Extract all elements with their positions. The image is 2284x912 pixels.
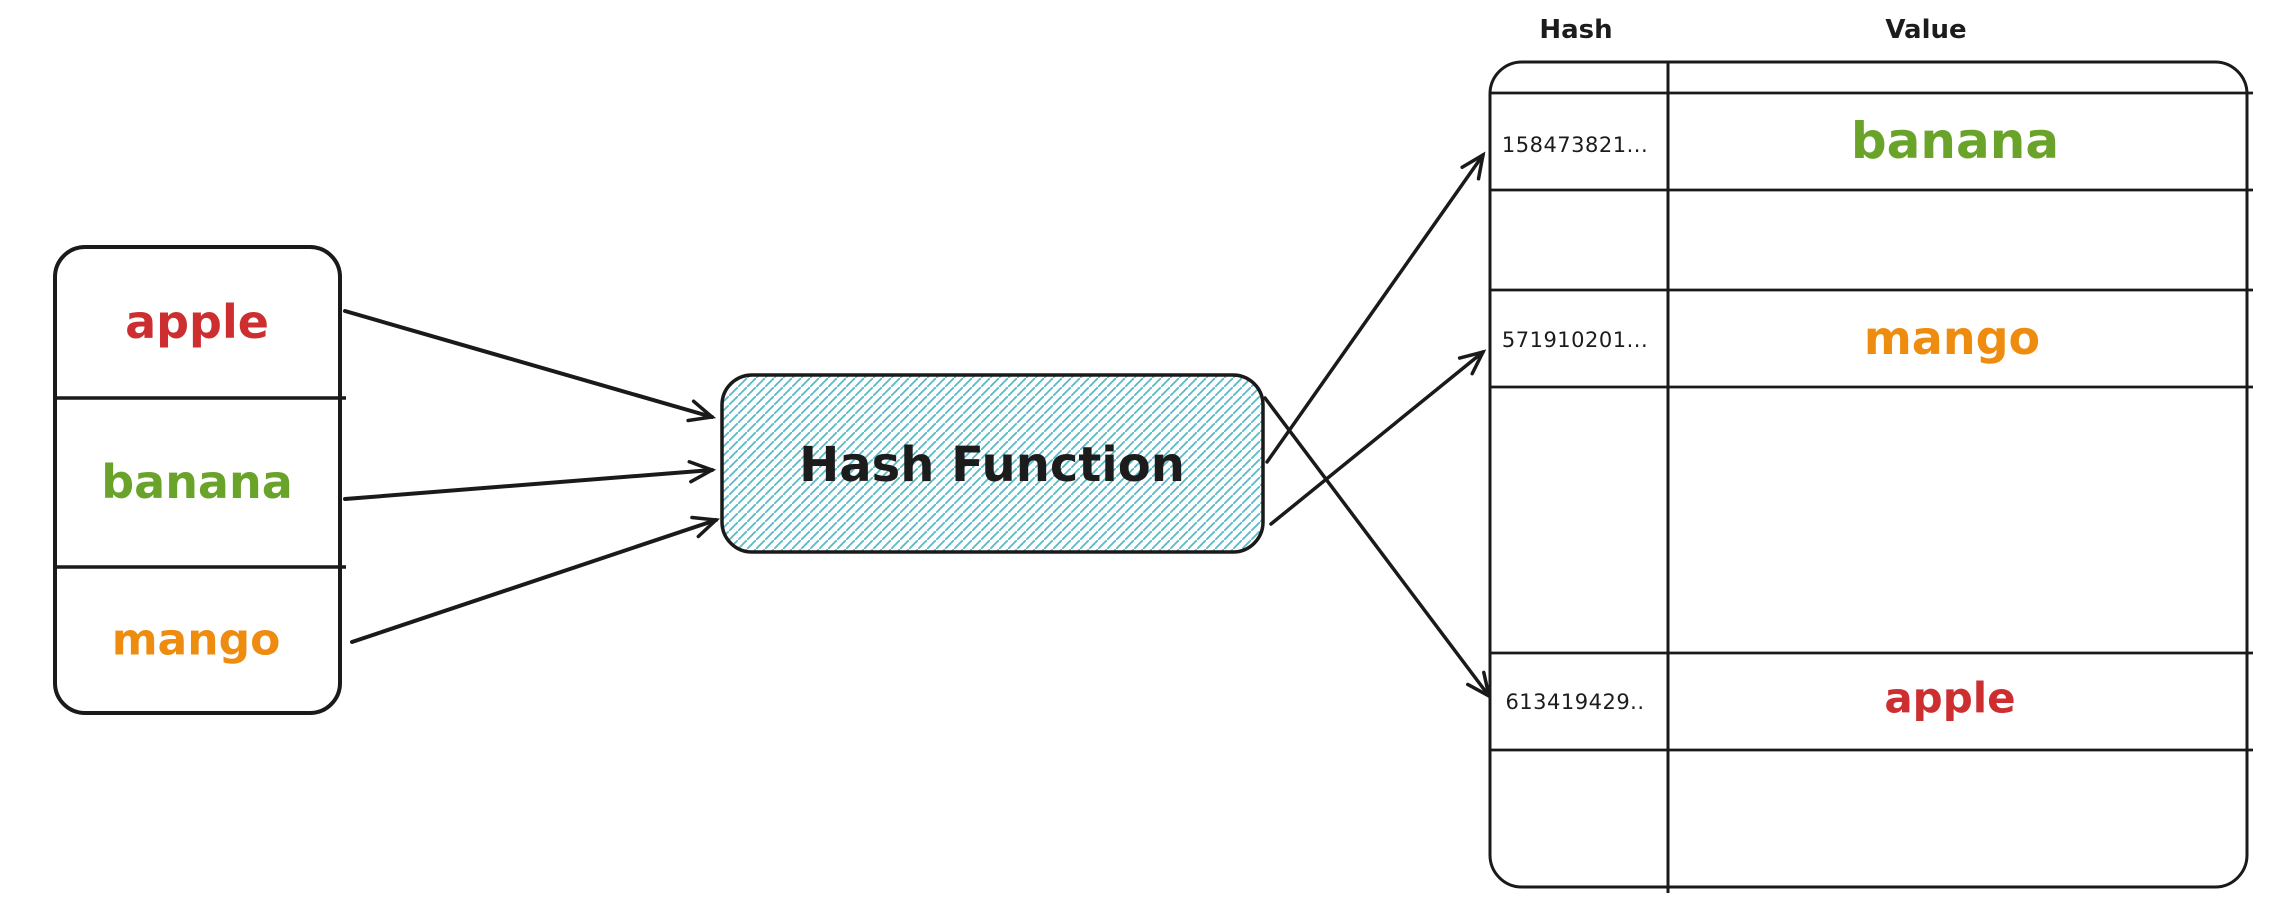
- hash-table: Hash Value 158473821... banana: [1488, 15, 2253, 893]
- arrow-banana-to-function: [343, 460, 717, 501]
- arrow-function-to-mango-row: [1269, 349, 1487, 526]
- hash-function-border: [720, 373, 1265, 554]
- value-cell-apple: apple: [1884, 674, 2015, 723]
- hash-cell-mango: 571910201...: [1502, 328, 1648, 352]
- hash-function-box: Hash Function: [720, 373, 1265, 554]
- hash-cell-apple: 613419429..: [1505, 690, 1644, 714]
- hash-function-label: Hash Function: [799, 437, 1185, 493]
- table-row-apple: 613419429.. apple: [1505, 674, 2015, 723]
- arrow-mango-to-function: [350, 515, 721, 644]
- table-row-banana: 158473821... banana: [1502, 112, 2059, 170]
- table-row-mango: 571910201... mango: [1502, 311, 2040, 365]
- arrow-function-to-apple-row: [1263, 396, 1492, 700]
- input-item-banana: banana: [101, 455, 293, 509]
- input-list-border: [53, 245, 342, 715]
- value-cell-mango: mango: [1864, 311, 2040, 365]
- input-item-mango: mango: [112, 615, 281, 666]
- value-column-header: Value: [1885, 15, 1966, 45]
- output-arrows: [1263, 151, 1492, 700]
- arrow-function-to-banana-row: [1265, 151, 1486, 464]
- input-arrows: [343, 309, 721, 644]
- hash-table-row-lines: [1490, 91, 2253, 752]
- input-list-box: apple banana mango: [53, 245, 346, 715]
- hash-cell-banana: 158473821...: [1502, 133, 1648, 157]
- arrow-apple-to-function: [343, 309, 717, 423]
- input-item-apple: apple: [125, 295, 269, 349]
- hash-column-header: Hash: [1539, 15, 1612, 45]
- value-cell-banana: banana: [1851, 112, 2059, 170]
- hash-table-border: [1488, 60, 2249, 889]
